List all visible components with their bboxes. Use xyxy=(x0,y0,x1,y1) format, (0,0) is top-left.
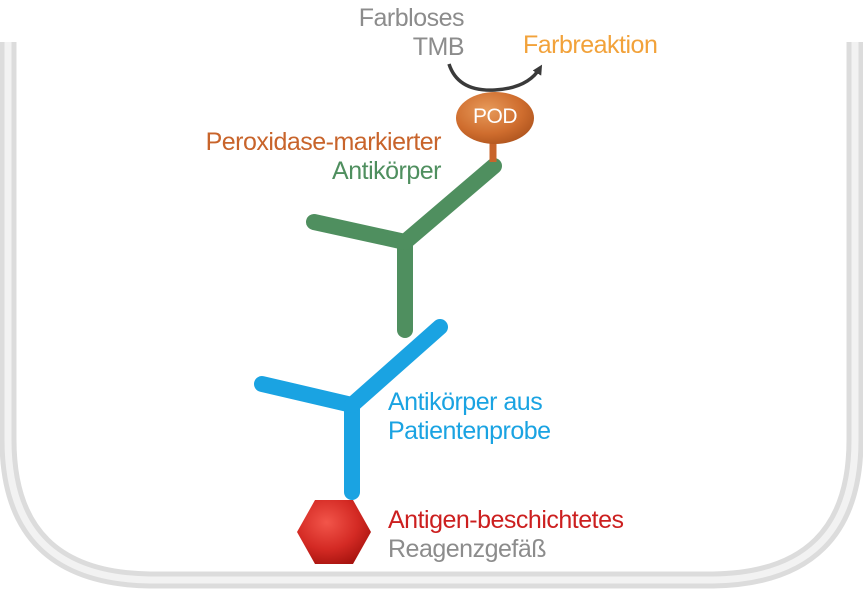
secondary-antibody xyxy=(306,158,502,338)
pod-label: POD xyxy=(472,105,518,128)
patient-antibody xyxy=(254,319,448,500)
secondary-antibody-arm-left xyxy=(306,214,413,250)
reaction-vessel xyxy=(0,42,863,589)
antigen-label-line2: Reagenzgefäß xyxy=(388,535,547,563)
antigen-label: Antigen-beschichtetes Reagenzgefäß xyxy=(388,506,624,564)
reaction-vessel-highlight xyxy=(4,42,859,584)
antigen-label-line1: Antigen-beschichtetes xyxy=(388,506,624,534)
secondary-antibody-label-line2: Antikörper xyxy=(332,157,441,185)
patient-antibody-label-line1: Antikörper aus xyxy=(388,388,543,416)
secondary-antibody-label: Peroxidase-markierter Antikörper xyxy=(150,128,442,186)
substrate-label-line2: TMB xyxy=(412,33,465,61)
secondary-antibody-label-line1: Peroxidase-markierter xyxy=(205,128,442,156)
patient-antibody-arm-left xyxy=(254,376,360,413)
secondary-antibody-arm-right xyxy=(397,158,502,250)
substrate-label: Farbloses TMB xyxy=(300,4,465,62)
reaction-label: Farbreaktion xyxy=(523,31,658,59)
patient-antibody-label-line2: Patientenprobe xyxy=(388,417,551,445)
patient-antibody-arm-right xyxy=(344,319,448,413)
substrate-label-line1: Farbloses xyxy=(358,4,465,32)
pod-enzyme xyxy=(456,92,534,144)
reaction-arrow xyxy=(447,63,543,92)
antigen-hexagon xyxy=(297,500,371,564)
patient-antibody-label: Antikörper aus Patientenprobe xyxy=(388,388,551,446)
